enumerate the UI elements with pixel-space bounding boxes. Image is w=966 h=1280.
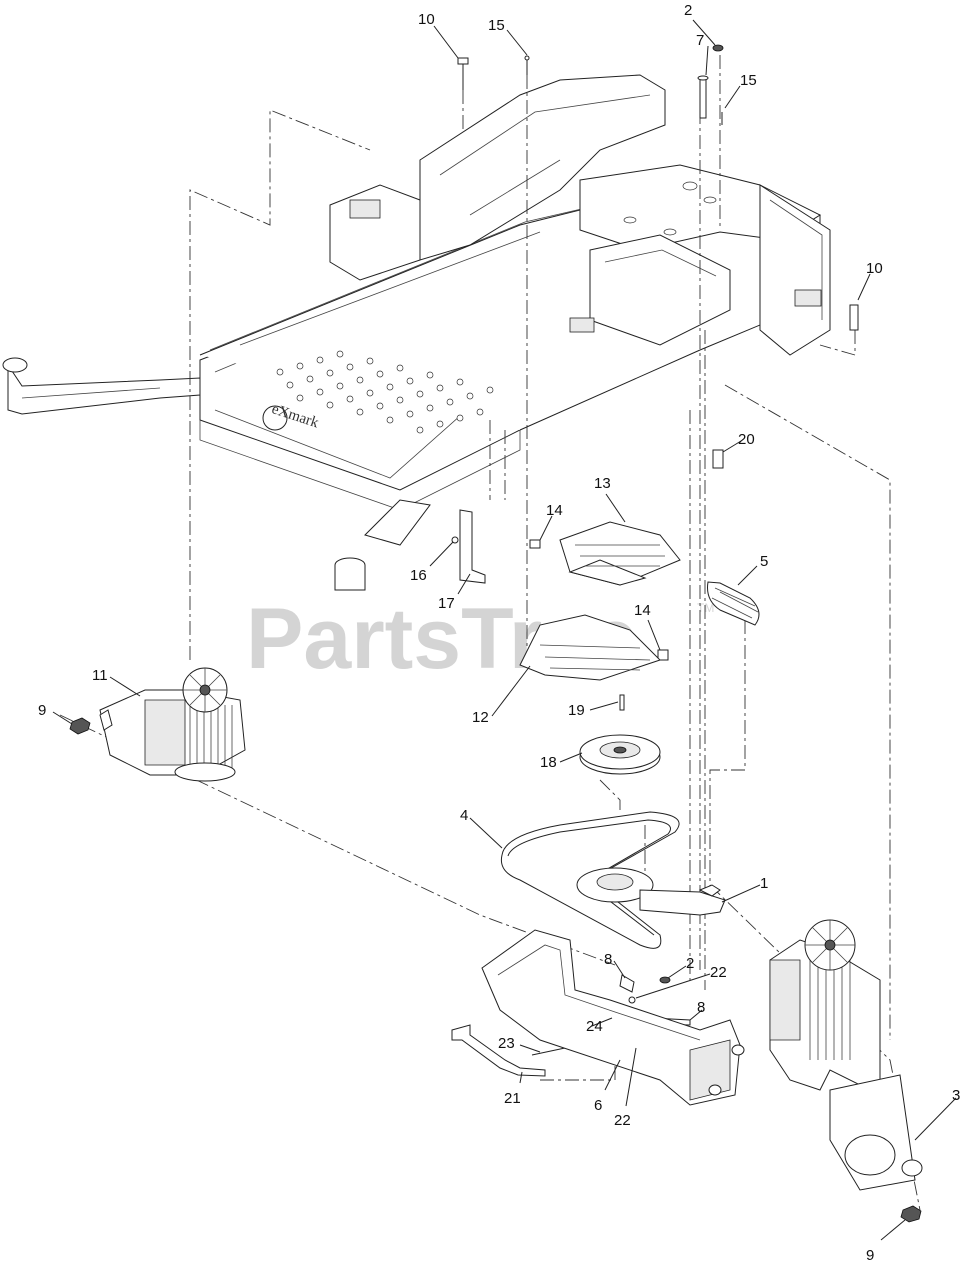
callout-14: 14 [546, 502, 563, 519]
callout-22: 22 [614, 1112, 631, 1129]
callout-16: 16 [410, 567, 427, 584]
callout-15: 15 [488, 17, 505, 34]
callout-12: 12 [472, 709, 489, 726]
mower-frame: eXmark [2, 74, 831, 591]
callout-5: 5 [760, 553, 768, 570]
callout-1: 1 [760, 875, 768, 892]
callout-2: 2 [684, 2, 692, 19]
chassis-mount [481, 929, 745, 1106]
callout-17: 17 [438, 595, 455, 612]
transaxle-right [769, 919, 923, 1191]
callout-6: 6 [594, 1097, 602, 1114]
callout-7: 7 [696, 32, 704, 49]
callout-3: 3 [952, 1087, 960, 1104]
callouts: 10 15 2 7 15 10 20 13 14 16 17 5 14 11 9… [38, 2, 960, 1264]
callout-2: 2 [686, 955, 694, 972]
callout-13: 13 [594, 475, 611, 492]
drive-components [500, 521, 726, 949]
callout-9: 9 [38, 702, 46, 719]
callout-20: 20 [738, 431, 755, 448]
callout-19: 19 [568, 702, 585, 719]
callout-18: 18 [540, 754, 557, 771]
callout-23: 23 [498, 1035, 515, 1052]
deck-holes [276, 350, 494, 434]
callout-4: 4 [460, 807, 468, 824]
callout-9: 9 [866, 1247, 874, 1264]
callout-10: 10 [418, 11, 435, 28]
hardware [69, 44, 922, 1223]
callout-15: 15 [740, 72, 757, 89]
callout-10: 10 [866, 260, 883, 277]
callout-21: 21 [504, 1090, 521, 1107]
callout-24: 24 [586, 1018, 603, 1035]
watermark-trademark: TM [697, 601, 714, 615]
callout-8: 8 [604, 951, 612, 968]
transaxle-left [99, 667, 246, 782]
leader-lines [52, 19, 957, 1241]
callout-8: 8 [697, 999, 705, 1016]
callout-11: 11 [92, 667, 108, 684]
callout-22: 22 [710, 964, 727, 981]
callout-14: 14 [634, 602, 651, 619]
